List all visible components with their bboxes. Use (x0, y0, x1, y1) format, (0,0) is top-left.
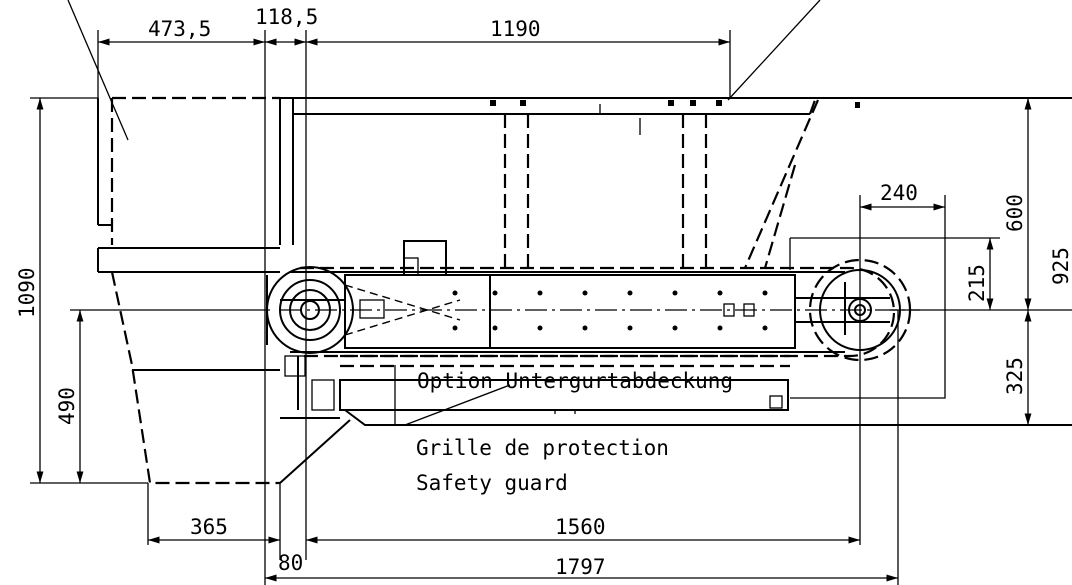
dim-head-width: 240 (880, 181, 918, 205)
dim-bottom-mid: 1560 (555, 515, 606, 539)
dim-right-upper: 600 (1003, 194, 1027, 232)
dim-right-total: 925 (1049, 247, 1072, 285)
dim-right-lower: 325 (1003, 357, 1027, 395)
support-frame (490, 97, 860, 269)
dim-top-left: 473,5 (148, 17, 211, 41)
safety-guard (280, 354, 1072, 426)
note-grille: Grille de protection (416, 436, 669, 460)
dim-bottom-total: 1797 (555, 555, 606, 579)
dim-bottom-small: 80 (278, 551, 303, 575)
dim-bottom-left: 365 (190, 515, 228, 539)
dim-top-mid: 118,5 (255, 5, 318, 29)
note-safety: Safety guard (416, 471, 568, 495)
leader-lines (67, 0, 821, 426)
dim-top-right: 1190 (490, 17, 541, 41)
head-pulley (789, 237, 946, 399)
dim-right-mid: 215 (965, 264, 989, 302)
note-option-cover: Option Untergurtabdeckung (417, 369, 733, 393)
tail-pulley (266, 266, 461, 354)
dim-left-height: 1090 (15, 267, 39, 318)
dimension-lines (30, 30, 1072, 585)
hopper (97, 96, 1072, 485)
dim-left-inner: 490 (55, 387, 79, 425)
